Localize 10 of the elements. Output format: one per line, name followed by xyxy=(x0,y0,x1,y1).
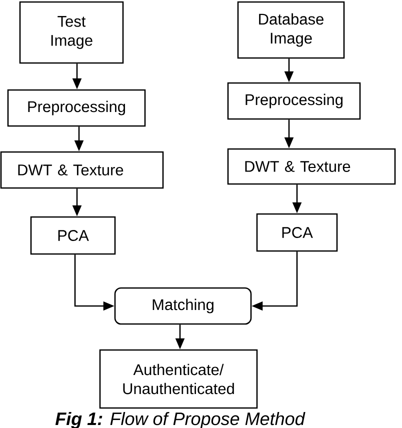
rounded-box: Matching xyxy=(114,287,252,325)
process-box: Preprocessing xyxy=(227,82,361,120)
process-box: DWT & Texture xyxy=(0,151,164,189)
process-box: Database Image xyxy=(237,1,345,59)
process-box: DWT & Texture xyxy=(227,148,396,185)
process-box: Test Image xyxy=(19,1,124,64)
process-box: PCA xyxy=(256,213,338,252)
process-box: Authenticate/ Unauthenticated xyxy=(99,349,258,409)
process-box: Preprocessing xyxy=(7,89,146,127)
process-box: PCA xyxy=(30,216,116,255)
